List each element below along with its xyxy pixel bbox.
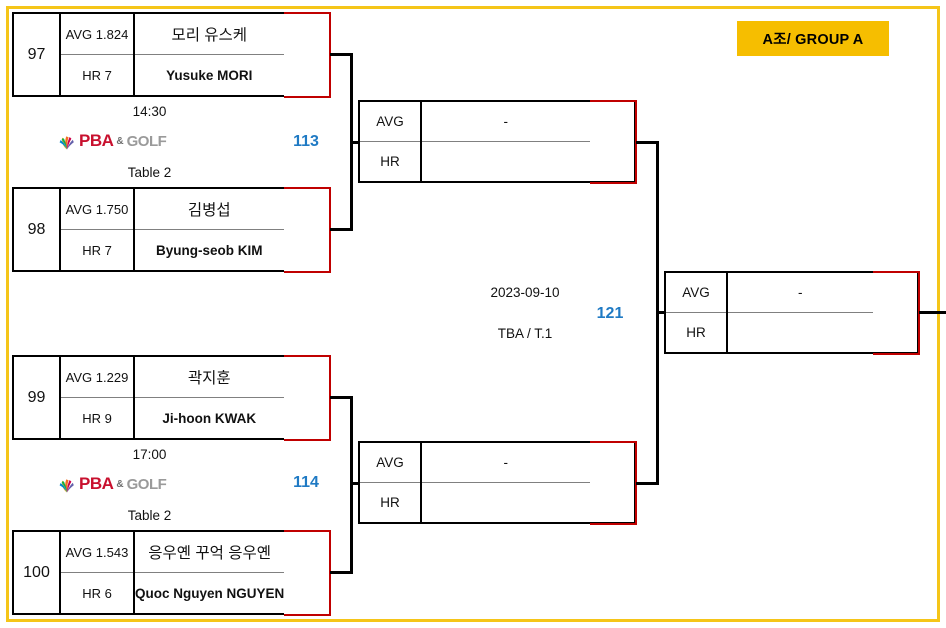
player-names: 김병섭 Byung-seob KIM xyxy=(135,189,284,270)
hr-label: HR xyxy=(380,495,400,510)
hr-value xyxy=(728,313,873,352)
player-stats: AVG 1.750 HR 7 xyxy=(61,189,135,270)
bracket-line xyxy=(330,396,352,399)
final-date: 2023-09-10 xyxy=(490,285,560,300)
semifinal-values: - xyxy=(422,102,590,181)
player-stats: AVG 1.824 HR 7 xyxy=(61,14,135,95)
final-values: - xyxy=(728,273,873,352)
player-names: 곽지훈 Ji-hoon KWAK xyxy=(135,357,284,438)
group-badge: A조/ GROUP A xyxy=(737,21,889,56)
player-score[interactable] xyxy=(283,354,331,441)
match-number-114: 114 xyxy=(293,474,319,491)
player-name-en: Byung-seob KIM xyxy=(156,242,263,258)
pba-golf-logo: PBA & GOLF xyxy=(57,131,167,151)
hr-label: HR xyxy=(686,325,706,340)
player-name-en: Quoc Nguyen NGUYEN xyxy=(135,585,285,601)
player-hr: HR 7 xyxy=(82,242,112,258)
final-table: TBA / T.1 xyxy=(497,326,553,341)
bracket-line xyxy=(330,228,352,231)
bracket-line xyxy=(636,482,658,485)
player-hr: HR 7 xyxy=(82,67,112,83)
logo-ampersand: & xyxy=(116,478,124,490)
match-table: Table 2 xyxy=(127,165,172,180)
player-avg: AVG 1.824 xyxy=(61,14,133,55)
semifinal-labels: AVG HR xyxy=(360,102,422,181)
semifinal-box-1[interactable]: AVG HR - xyxy=(358,99,637,184)
avg-label: AVG xyxy=(360,443,420,483)
match-info-113: 14:30 PBA & GOLF Table 2 xyxy=(12,104,287,180)
hr-label: HR xyxy=(380,154,400,169)
final-labels: AVG HR xyxy=(666,273,728,352)
match-time: 14:30 xyxy=(132,104,167,119)
match-time: 17:00 xyxy=(132,447,167,462)
player-score[interactable] xyxy=(284,529,332,616)
player-name-kr: 김병섭 xyxy=(135,189,284,230)
player-names: 모리 유스케 Yusuke MORI xyxy=(135,14,284,95)
hr-value xyxy=(422,142,590,181)
player-name-en: Yusuke MORI xyxy=(166,67,253,83)
pba-golf-logo: PBA & GOLF xyxy=(57,474,167,494)
match-number-121: 121 xyxy=(596,305,624,322)
match-info-114: 17:00 PBA & GOLF Table 2 xyxy=(12,447,287,523)
player-avg: AVG 1.543 xyxy=(61,532,133,573)
seed-number: 97 xyxy=(14,14,61,95)
avg-label: AVG xyxy=(360,102,420,142)
semifinal-values: - xyxy=(422,443,590,522)
seed-number: 99 xyxy=(14,357,61,438)
bracket-line xyxy=(330,53,352,56)
match-table: Table 2 xyxy=(127,508,172,523)
logo-suffix: GOLF xyxy=(126,475,167,493)
final-match-info: 2023-09-10 TBA / T.1 xyxy=(440,285,610,341)
semifinal-score[interactable] xyxy=(589,440,637,525)
player-name-en: Ji-hoon KWAK xyxy=(162,410,257,426)
bracket-line xyxy=(350,396,353,574)
peacock-icon xyxy=(59,478,74,492)
semifinal-labels: AVG HR xyxy=(360,443,422,522)
hr-value xyxy=(422,483,590,522)
player-avg: AVG 1.229 xyxy=(61,357,133,398)
player-names: 응우옌 꾸억 응우옌 Quoc Nguyen NGUYEN xyxy=(135,532,285,613)
bracket-line xyxy=(919,311,946,314)
seed-number: 98 xyxy=(14,189,61,270)
avg-value: - xyxy=(422,102,590,142)
player-stats: AVG 1.229 HR 9 xyxy=(61,357,135,438)
player-hr: HR 9 xyxy=(82,410,112,426)
player-card-99[interactable]: 99 AVG 1.229 HR 9 곽지훈 Ji-hoon KWAK xyxy=(12,354,331,441)
player-score[interactable] xyxy=(283,11,331,98)
player-score[interactable] xyxy=(283,186,331,273)
avg-value: - xyxy=(422,443,590,483)
semifinal-score[interactable] xyxy=(589,99,637,184)
player-card-97[interactable]: 97 AVG 1.824 HR 7 모리 유스케 Yusuke MORI xyxy=(12,11,331,98)
bracket-line xyxy=(330,571,352,574)
logo-brand: PBA xyxy=(79,474,114,493)
avg-value: - xyxy=(728,273,873,313)
final-box[interactable]: AVG HR - xyxy=(664,270,920,355)
player-card-100[interactable]: 100 AVG 1.543 HR 6 응우옌 꾸억 응우옌 Quoc Nguye… xyxy=(12,529,332,616)
player-name-kr: 모리 유스케 xyxy=(135,14,284,55)
player-name-kr: 응우옌 꾸억 응우옌 xyxy=(135,532,285,573)
peacock-icon xyxy=(59,135,74,149)
bracket-line xyxy=(636,141,658,144)
avg-label: AVG xyxy=(666,273,726,313)
group-badge-label: A조/ GROUP A xyxy=(762,32,864,48)
semifinal-box-2[interactable]: AVG HR - xyxy=(358,440,637,525)
player-stats: AVG 1.543 HR 6 xyxy=(61,532,135,613)
player-hr: HR 6 xyxy=(82,585,112,601)
final-score[interactable] xyxy=(872,270,920,355)
player-name-kr: 곽지훈 xyxy=(135,357,284,398)
logo-suffix: GOLF xyxy=(126,132,167,150)
logo-brand: PBA xyxy=(79,131,114,150)
logo-ampersand: & xyxy=(116,135,124,147)
player-avg: AVG 1.750 xyxy=(61,189,133,230)
match-number-113: 113 xyxy=(293,133,319,150)
seed-number: 100 xyxy=(14,532,61,613)
player-card-98[interactable]: 98 AVG 1.750 HR 7 김병섭 Byung-seob KIM xyxy=(12,186,331,273)
